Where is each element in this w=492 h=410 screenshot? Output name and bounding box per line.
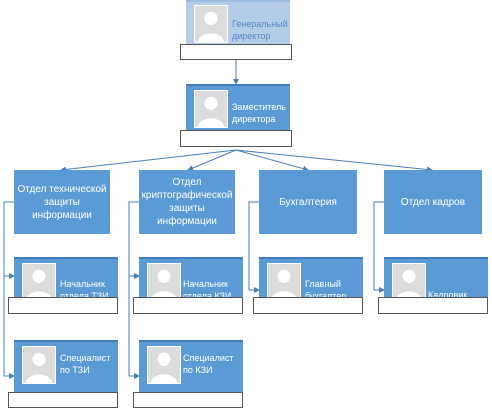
person-avatar-icon [392, 263, 426, 301]
specialist-kzi-name-field[interactable] [133, 392, 243, 408]
chief-accountant-label: Главный бухгалтер [305, 279, 347, 301]
specialist-tzi-label: Специалист по ТЗИ [60, 353, 111, 375]
hr-officer-label: Кадровик [428, 290, 468, 300]
department-hr[interactable]: Отдел кадров [384, 170, 482, 234]
specialist-tzi-name-field[interactable] [8, 392, 118, 408]
director-label: Генеральный директор [232, 19, 288, 41]
person-avatar-icon [22, 346, 56, 384]
specialist-tzi-card[interactable]: Специалист по ТЗИ [14, 340, 118, 392]
deputy-label: Заместитель директора [232, 102, 286, 124]
person-avatar-icon [267, 263, 301, 301]
department-accounting[interactable]: Бухгалтерия [259, 170, 357, 234]
head-kzi-name-field[interactable] [133, 297, 243, 314]
head-kzi-card[interactable]: Начальник отдела КЗИ [139, 257, 243, 303]
deputy-name-field[interactable] [180, 130, 292, 147]
head-kzi-label: Начальник отдела КЗИ [183, 279, 232, 301]
chief-accountant-card[interactable]: Главный бухгалтер [259, 257, 363, 303]
deputy-card[interactable]: Заместитель директора [186, 84, 290, 130]
department-tzi[interactable]: Отдел технической защиты информации [14, 170, 110, 234]
specialist-kzi-card[interactable]: Специалист по КЗИ [139, 340, 243, 392]
director-name-field[interactable] [180, 44, 292, 60]
head-tzi-card[interactable]: Начальник отдела ТЗИ [14, 257, 118, 303]
person-avatar-icon [147, 346, 181, 384]
person-avatar-icon [22, 263, 56, 301]
hr-officer-name-field[interactable] [378, 297, 488, 314]
hr-officer-card[interactable]: Кадровик [384, 257, 488, 303]
department-kzi[interactable]: Отдел криптографической защиты информаци… [139, 170, 235, 234]
director-card[interactable]: Генеральный директор [186, 0, 290, 44]
person-avatar-icon [147, 263, 181, 301]
head-tzi-name-field[interactable] [8, 297, 118, 314]
person-avatar-icon [194, 90, 228, 128]
specialist-kzi-label: Специалист по КЗИ [183, 353, 234, 375]
chief-accountant-name-field[interactable] [253, 297, 363, 314]
head-tzi-label: Начальник отдела ТЗИ [60, 279, 109, 301]
person-avatar-icon [194, 5, 228, 43]
